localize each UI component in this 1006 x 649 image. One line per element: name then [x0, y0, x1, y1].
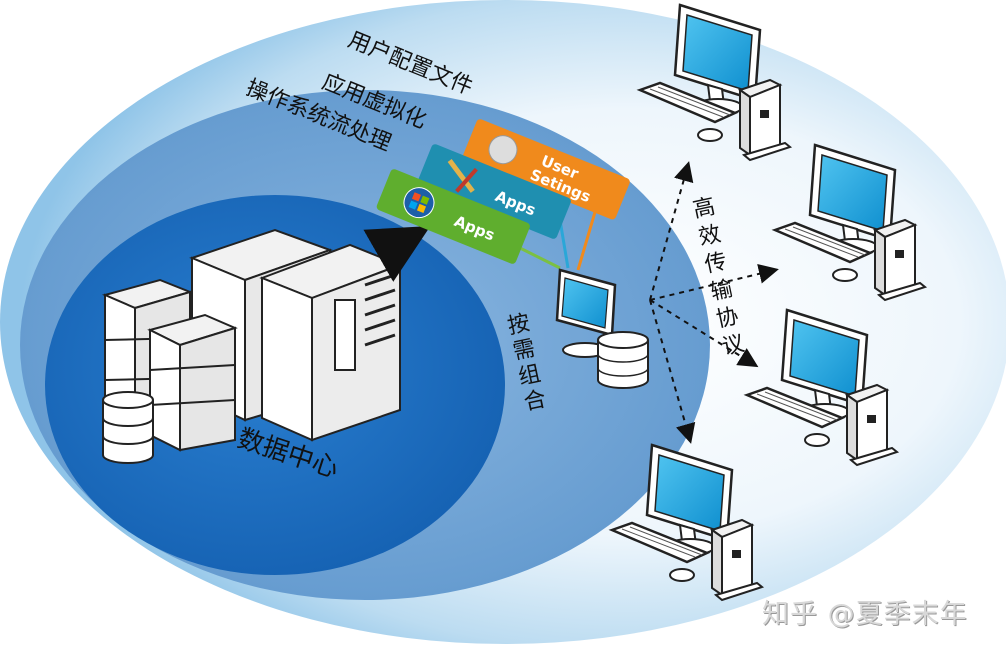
- server-cluster: [101, 228, 403, 464]
- client-computer-3: [743, 308, 900, 467]
- card-apps-virtualization: Apps: [417, 144, 571, 239]
- protocol-arrows: [649, 161, 779, 444]
- client-computer-4: [608, 443, 765, 602]
- client-computer-2: [771, 143, 928, 302]
- server-blades: [147, 313, 238, 452]
- watermark: 知乎 @夏季末年: [762, 599, 968, 630]
- on-demand-composer: [555, 268, 649, 389]
- card-apps-os: Apps: [376, 169, 530, 264]
- server-tower-front: [259, 243, 403, 442]
- upload-arrow: [363, 226, 431, 282]
- database-cylinder: [102, 391, 154, 464]
- client-computer-1: [636, 3, 793, 162]
